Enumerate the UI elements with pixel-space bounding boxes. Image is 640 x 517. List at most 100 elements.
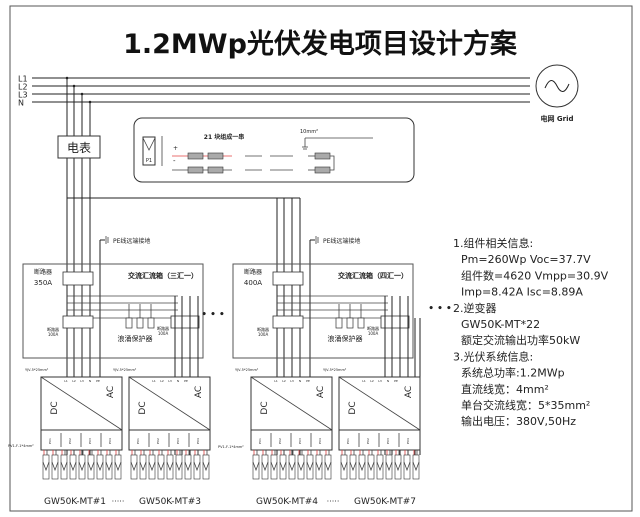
inverter-diagonal <box>128 376 211 431</box>
pe-label: PE线远端接地 <box>323 237 360 245</box>
info-line: 1.组件相关信息: <box>453 236 533 250</box>
pv-string <box>270 454 278 480</box>
pv-string <box>306 454 314 480</box>
pv-input-label: PV4 <box>108 438 112 444</box>
surge-protector <box>147 317 155 329</box>
branch-breaker-rating: 100A <box>368 331 379 336</box>
string-note: 21 块组成一串 <box>204 133 244 141</box>
terminal-label: PE <box>184 379 188 383</box>
surge-protector <box>335 317 343 329</box>
pv-input-label: PV1 <box>258 438 262 444</box>
pv-input-label: PV2 <box>68 438 72 444</box>
ac-label: AC <box>106 386 116 398</box>
pv-string-glyph <box>349 461 357 472</box>
terminal-label: L3 <box>80 379 84 383</box>
pv-string-glyph <box>114 461 122 472</box>
surge-label: 浪涌保护器 <box>328 334 363 343</box>
pv-module <box>207 152 224 160</box>
terminal-label: L3 <box>168 379 172 383</box>
ground-wire-label: 10mm² <box>300 129 318 135</box>
pv-string <box>202 454 210 480</box>
ac-label: AC <box>316 386 326 398</box>
pv-module-glyph <box>142 137 156 151</box>
info-line: 输出电压：380V,50Hz <box>461 414 576 428</box>
pv-string-glyph <box>358 461 366 472</box>
combiner-title: 交流汇流箱（三汇一） <box>128 271 198 280</box>
pv-string <box>376 454 384 480</box>
info-line: 额定交流输出功率50kW <box>461 333 580 347</box>
pv-string <box>157 454 165 480</box>
pv-string-glyph <box>412 461 420 472</box>
pv-string-glyph <box>385 461 393 472</box>
pv-string-glyph <box>105 461 113 472</box>
main-breaker-label: 断路器 <box>34 268 52 276</box>
branch-breaker-2 <box>380 315 410 329</box>
info-line: 2.逆变器 <box>453 301 497 315</box>
pv-module <box>314 152 331 160</box>
bus-label: L1 <box>18 75 28 84</box>
pv-string-glyph <box>193 461 201 472</box>
terminal-label: L2 <box>282 379 286 383</box>
info-line: 系统总功率:1.2MWp <box>461 366 565 380</box>
dc-cable-label: PV1-F-1*4mm² <box>8 444 34 448</box>
pv-string <box>358 454 366 480</box>
pv-string <box>96 454 104 480</box>
pe-label: PE线远端接地 <box>113 237 150 245</box>
ellipsis: ····· <box>112 497 125 506</box>
pv-string <box>78 454 86 480</box>
pv-string <box>315 454 323 480</box>
pv-string-glyph <box>288 461 296 472</box>
terminal-label: PE <box>96 379 100 383</box>
pv-input-label: PV1 <box>346 438 350 444</box>
pv-string-glyph <box>42 461 50 472</box>
pv-string-glyph <box>148 461 156 472</box>
surge-label: 浪涌保护器 <box>118 334 153 343</box>
branch-breaker-label: 断路器 <box>367 325 379 331</box>
ellipsis: ····· <box>327 497 340 506</box>
module-label: P1 <box>146 158 152 164</box>
terminal-label: L1 <box>64 379 68 383</box>
dc-label: DC <box>138 401 148 414</box>
pv-string-glyph <box>394 461 402 472</box>
pv-string-glyph <box>315 461 323 472</box>
pv-string-glyph <box>340 461 348 472</box>
pv-string <box>139 454 147 480</box>
pv-string <box>394 454 402 480</box>
bus-label: N <box>18 99 24 108</box>
pv-string <box>114 454 122 480</box>
pv-string <box>288 454 296 480</box>
info-line: 单台交流线宽：5*35mm² <box>461 398 590 412</box>
branch-breaker-2 <box>170 315 200 329</box>
pv-string-glyph <box>69 461 77 472</box>
minus-sign: - <box>173 157 176 165</box>
pv-string-glyph <box>324 461 332 472</box>
terminal-label: N <box>177 379 179 383</box>
info-line: 直流线宽：4mm² <box>461 382 549 396</box>
pv-string <box>175 454 183 480</box>
pv-string-glyph <box>51 461 59 472</box>
pv-string <box>42 454 50 480</box>
branch-breaker-rating: 100A <box>158 331 169 336</box>
dc-label: DC <box>260 401 270 414</box>
inverter-label: GW50K-MT#4 <box>256 497 318 507</box>
ac-cable-label: YJV-5*25mm² <box>235 368 259 372</box>
bus-label: L3 <box>18 91 28 100</box>
pv-module <box>314 166 331 174</box>
branch-breaker-label: 断路器 <box>257 326 269 332</box>
inverter-diagonal <box>338 376 421 431</box>
branch-breaker-1 <box>62 315 94 329</box>
branch-breaker-label: 断路器 <box>157 325 169 331</box>
pv-string-glyph <box>252 461 260 472</box>
pv-string <box>130 454 138 480</box>
main-breaker <box>62 271 94 286</box>
pv-string-glyph <box>367 461 375 472</box>
pv-input-label: PV4 <box>196 438 200 444</box>
pv-string-glyph <box>279 461 287 472</box>
dc-label: DC <box>348 401 358 414</box>
grid-label: 电网 Grid <box>540 114 573 123</box>
surge-protector <box>357 317 365 329</box>
bus-label: L2 <box>18 83 28 92</box>
terminal-label: N <box>299 379 301 383</box>
pv-string-glyph <box>78 461 86 472</box>
